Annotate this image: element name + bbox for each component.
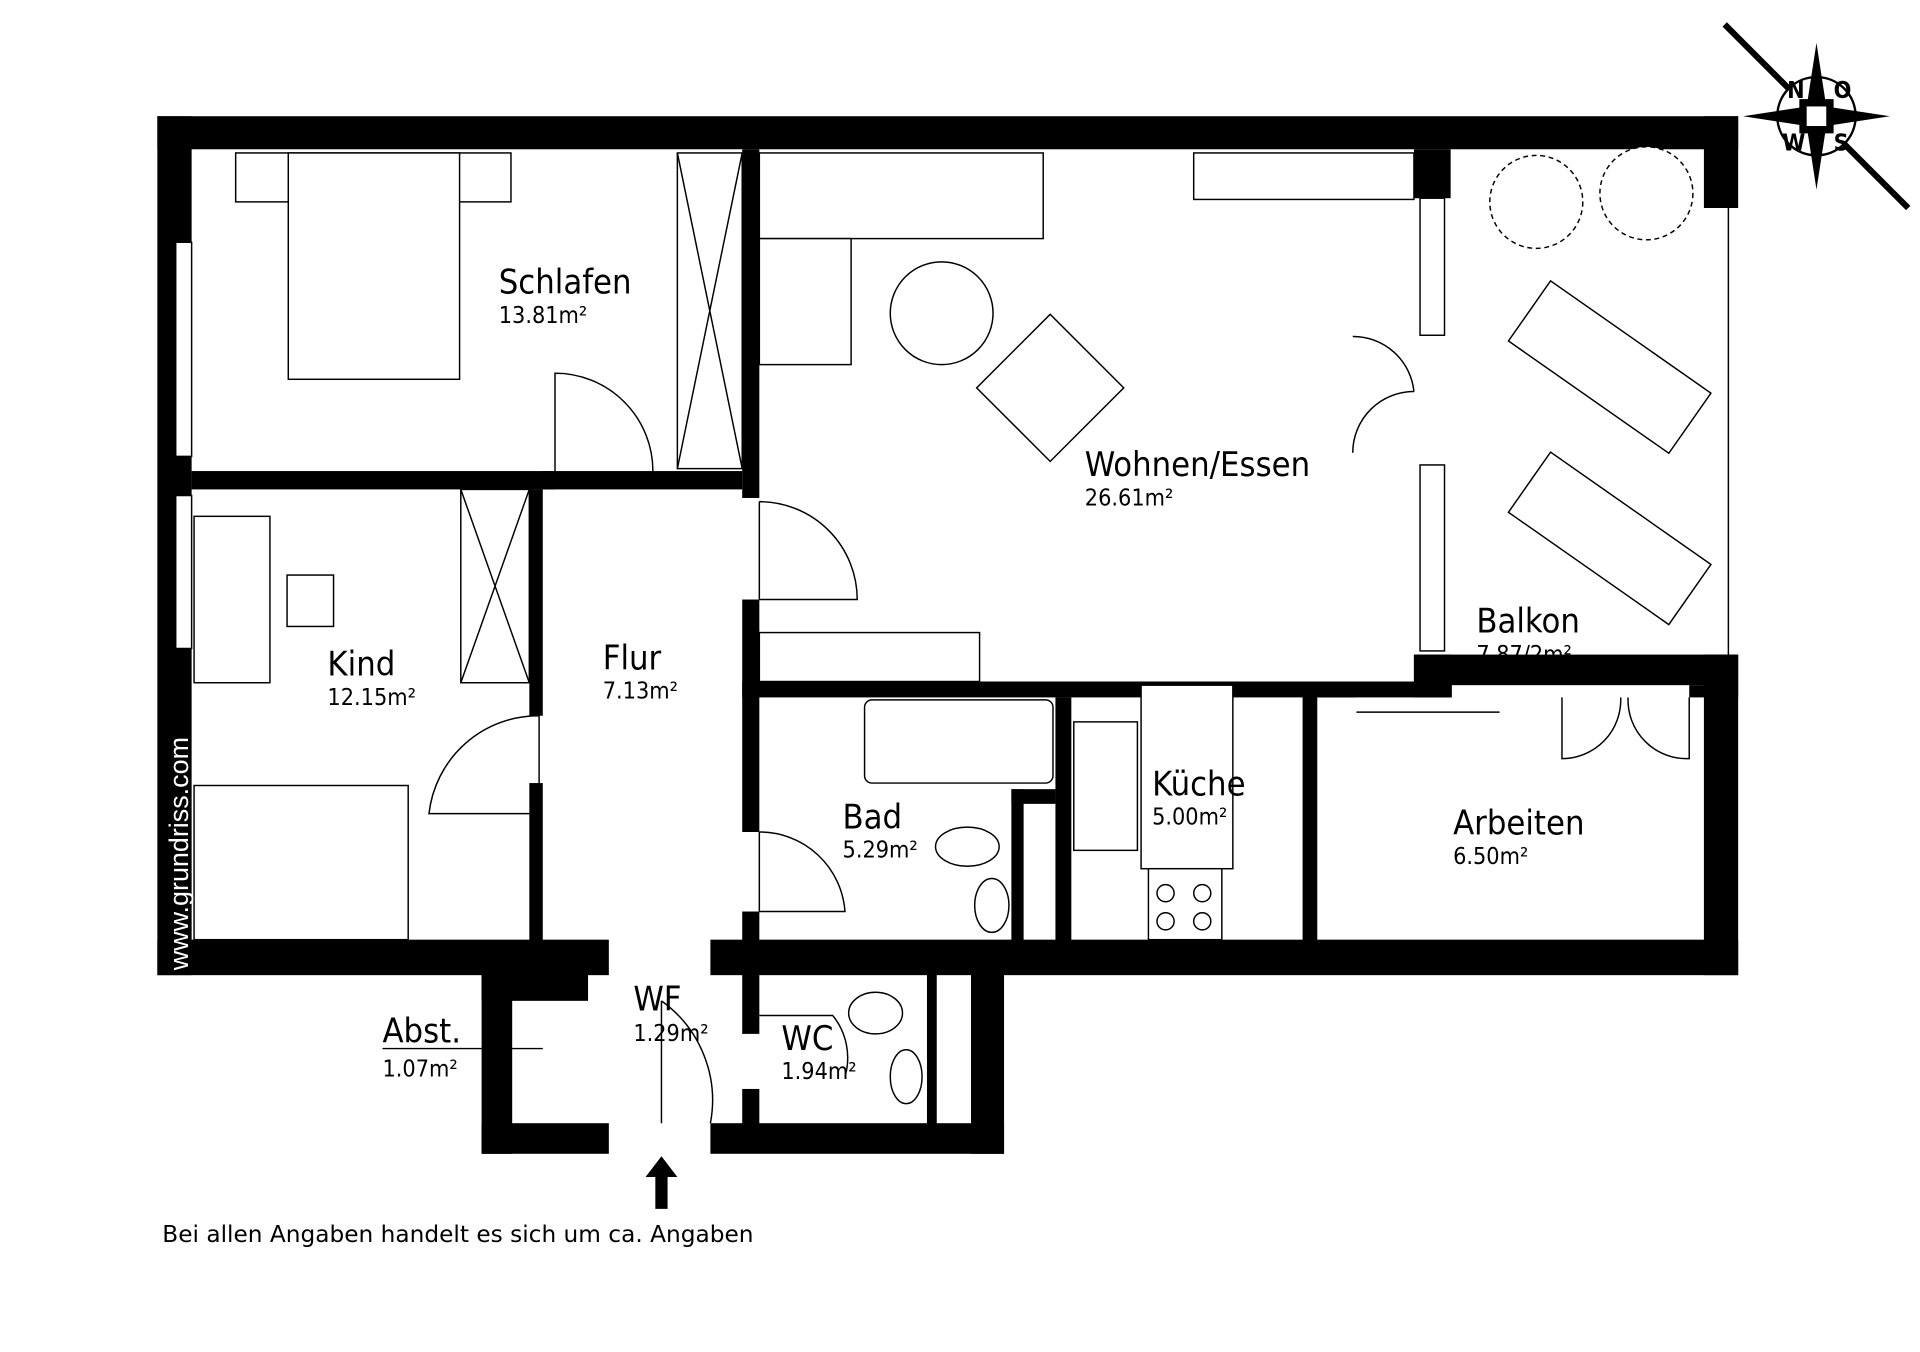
room-area-balkon: 7.87/2m²	[1476, 641, 1572, 668]
room-area-schlafen: 13.81m²	[499, 302, 588, 329]
room-area-kind: 12.15m²	[327, 684, 416, 711]
room-area-bad: 5.29m²	[843, 837, 918, 864]
svg-text:O: O	[1834, 77, 1852, 104]
room-name-balkon: Balkon	[1476, 602, 1580, 642]
room-area-wf: 1.29m²	[633, 1020, 708, 1047]
room-name-kind: Kind	[327, 644, 395, 684]
room-area-arbeiten: 6.50m²	[1453, 843, 1528, 870]
room-area-abst: 1.07m²	[382, 1056, 457, 1083]
room-labels: Schlafen 13.81m² Wohnen/Essen 26.61m² Ba…	[327, 263, 1584, 1086]
compass-icon: N O S W	[1722, 22, 1911, 211]
svg-text:N: N	[1787, 77, 1805, 104]
room-area-flur: 7.13m²	[603, 678, 678, 705]
room-name-abst: Abst.	[382, 1011, 461, 1051]
room-area-wc: 1.94m²	[781, 1058, 856, 1085]
furniture	[193, 146, 1712, 1105]
room-area-wohnen: 26.61m²	[1085, 484, 1174, 511]
room-name-wf: WF	[633, 980, 681, 1020]
watermark: www.grundriss.com	[164, 737, 194, 971]
room-name-arbeiten: Arbeiten	[1453, 803, 1584, 843]
room-name-wc: WC	[781, 1019, 833, 1059]
svg-text:S: S	[1834, 129, 1849, 156]
entrance-arrow-icon	[645, 1156, 678, 1209]
svg-text:W: W	[1782, 129, 1805, 156]
room-name-wohnen: Wohnen/Essen	[1085, 445, 1310, 485]
disclaimer-note: Bei allen Angaben handelt es sich um ca.…	[162, 1221, 753, 1248]
windows	[174, 197, 1730, 655]
room-name-schlafen: Schlafen	[499, 263, 632, 303]
room-area-kueche: 5.00m²	[1152, 804, 1227, 831]
doors	[428, 335, 1690, 1124]
room-name-bad: Bad	[843, 797, 903, 837]
room-name-flur: Flur	[603, 638, 662, 678]
room-name-kueche: Küche	[1152, 764, 1245, 804]
